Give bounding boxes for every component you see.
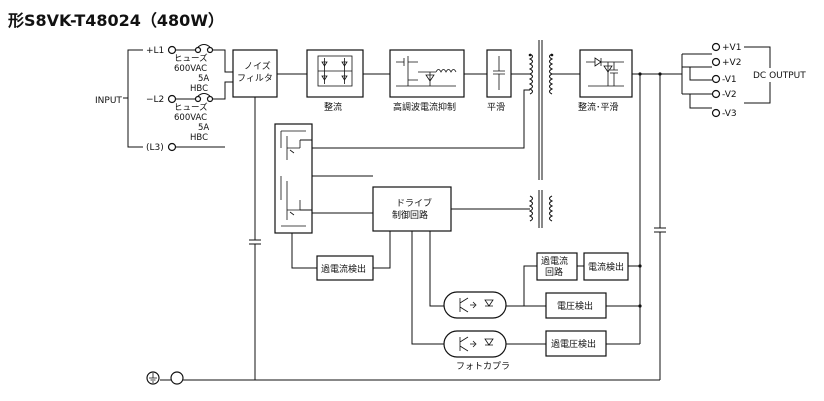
svg-text:過電流: 過電流 <box>541 255 568 267</box>
svg-text:ヒューズ: ヒューズ <box>174 53 208 64</box>
current-detect-block: 電流検出 <box>583 252 629 281</box>
smoothing-block: 平滑 <box>486 49 512 113</box>
dc-output-bracket <box>744 46 771 104</box>
fuse-2: ヒューズ 600VAC 5A HBC <box>174 81 233 143</box>
output-rectifier-label: 整流･平滑 <box>578 101 619 113</box>
terminal-l2 <box>167 94 177 104</box>
overcurrent-detect-left-block: 過電流検出 <box>316 255 374 281</box>
output-terminals: +V1 +V2 -V1 -V2 -V3 <box>711 42 741 119</box>
wire-drive-pc1 <box>429 231 444 307</box>
input-bracket <box>123 49 143 148</box>
rectifier-block: 整流 <box>306 49 364 113</box>
svg-text:-V1: -V1 <box>722 75 737 85</box>
svg-text:HBC: HBC <box>190 84 208 94</box>
svg-text:5A: 5A <box>198 74 209 84</box>
switching-block <box>274 123 313 234</box>
harmonic-suppression-block: 高調波電流抑制 <box>389 49 465 113</box>
svg-text:ノイズ: ノイズ <box>244 60 271 72</box>
output-fanout <box>681 53 712 95</box>
svg-text:600VAC: 600VAC <box>174 113 207 123</box>
input-label: INPUT <box>95 96 122 106</box>
drive-control-block: ドライブ 制御回路 <box>372 186 452 232</box>
svg-text:-V2: -V2 <box>722 90 737 100</box>
svg-text:+V2: +V2 <box>722 58 741 68</box>
photocoupler-2 <box>443 330 507 358</box>
wire-drive-pc2 <box>411 231 444 345</box>
main-transformer <box>528 40 554 180</box>
fuse-1: ヒューズ 600VAC 5A HBC <box>174 44 233 94</box>
svg-text:過電流検出: 過電流検出 <box>321 263 366 275</box>
terminal-v2-plus <box>711 57 721 67</box>
svg-text:電圧検出: 電圧検出 <box>557 300 593 312</box>
terminal-label-l1: +L1 <box>146 46 164 56</box>
wire-switch-xfmr <box>300 89 530 149</box>
noise-filter-block: ノイズ フィルタ <box>232 49 278 98</box>
svg-text:-V3: -V3 <box>722 109 737 119</box>
output-fanout-2 <box>689 67 712 109</box>
terminal-v1-minus <box>711 74 721 84</box>
terminal-label-l2: −L2 <box>146 95 164 105</box>
diagram-title: 形S8VK-T48024（480W） <box>8 11 224 30</box>
terminal-l1 <box>167 45 177 55</box>
overcurrent-circuit-right-block: 過電流 回路 <box>536 252 578 281</box>
terminal-v2-minus <box>711 89 721 99</box>
dc-output-label: DC OUTPUT <box>753 71 806 81</box>
voltage-detect-block: 電圧検出 <box>545 292 607 319</box>
svg-text:フィルタ: フィルタ <box>237 73 273 84</box>
terminal-v3-minus <box>711 108 721 118</box>
output-rectifier-block: 整流･平滑 <box>578 49 633 113</box>
wire-ocl-drive <box>373 231 391 269</box>
svg-text:ヒューズ: ヒューズ <box>174 102 208 113</box>
svg-text:過電圧検出: 過電圧検出 <box>551 338 596 350</box>
wire-switch-drive-2 <box>300 209 373 214</box>
drive-transformer <box>528 190 554 228</box>
svg-text:600VAC: 600VAC <box>174 64 207 74</box>
svg-text:+V1: +V1 <box>722 43 741 53</box>
input-terminals: +L1 −L2 (L3) <box>146 45 177 153</box>
earth-ground-icon <box>146 371 160 385</box>
photocoupler-1 <box>443 291 507 319</box>
overvoltage-detect-block: 過電圧検出 <box>545 330 607 357</box>
photocoupler-label: フォトカプラ <box>456 361 510 372</box>
smoothing-label: 平滑 <box>487 102 505 113</box>
svg-text:制御回路: 制御回路 <box>392 209 428 221</box>
y-capacitor-right <box>654 74 666 380</box>
y-capacitor-left <box>249 97 261 380</box>
rectifier-label: 整流 <box>324 101 342 113</box>
svg-text:ドライブ: ドライブ <box>396 197 432 209</box>
terminal-label-l3: (L3) <box>146 143 164 153</box>
svg-text:電流検出: 電流検出 <box>588 261 624 273</box>
ground-terminal <box>170 371 184 385</box>
svg-text:HBC: HBC <box>190 133 208 143</box>
svg-text:5A: 5A <box>198 123 209 133</box>
svg-text:回路: 回路 <box>545 266 563 278</box>
terminal-v1-plus <box>711 42 721 52</box>
harmonic-label: 高調波電流抑制 <box>393 101 456 113</box>
terminal-l3 <box>167 142 177 152</box>
wire-switch-ocl <box>291 233 317 269</box>
